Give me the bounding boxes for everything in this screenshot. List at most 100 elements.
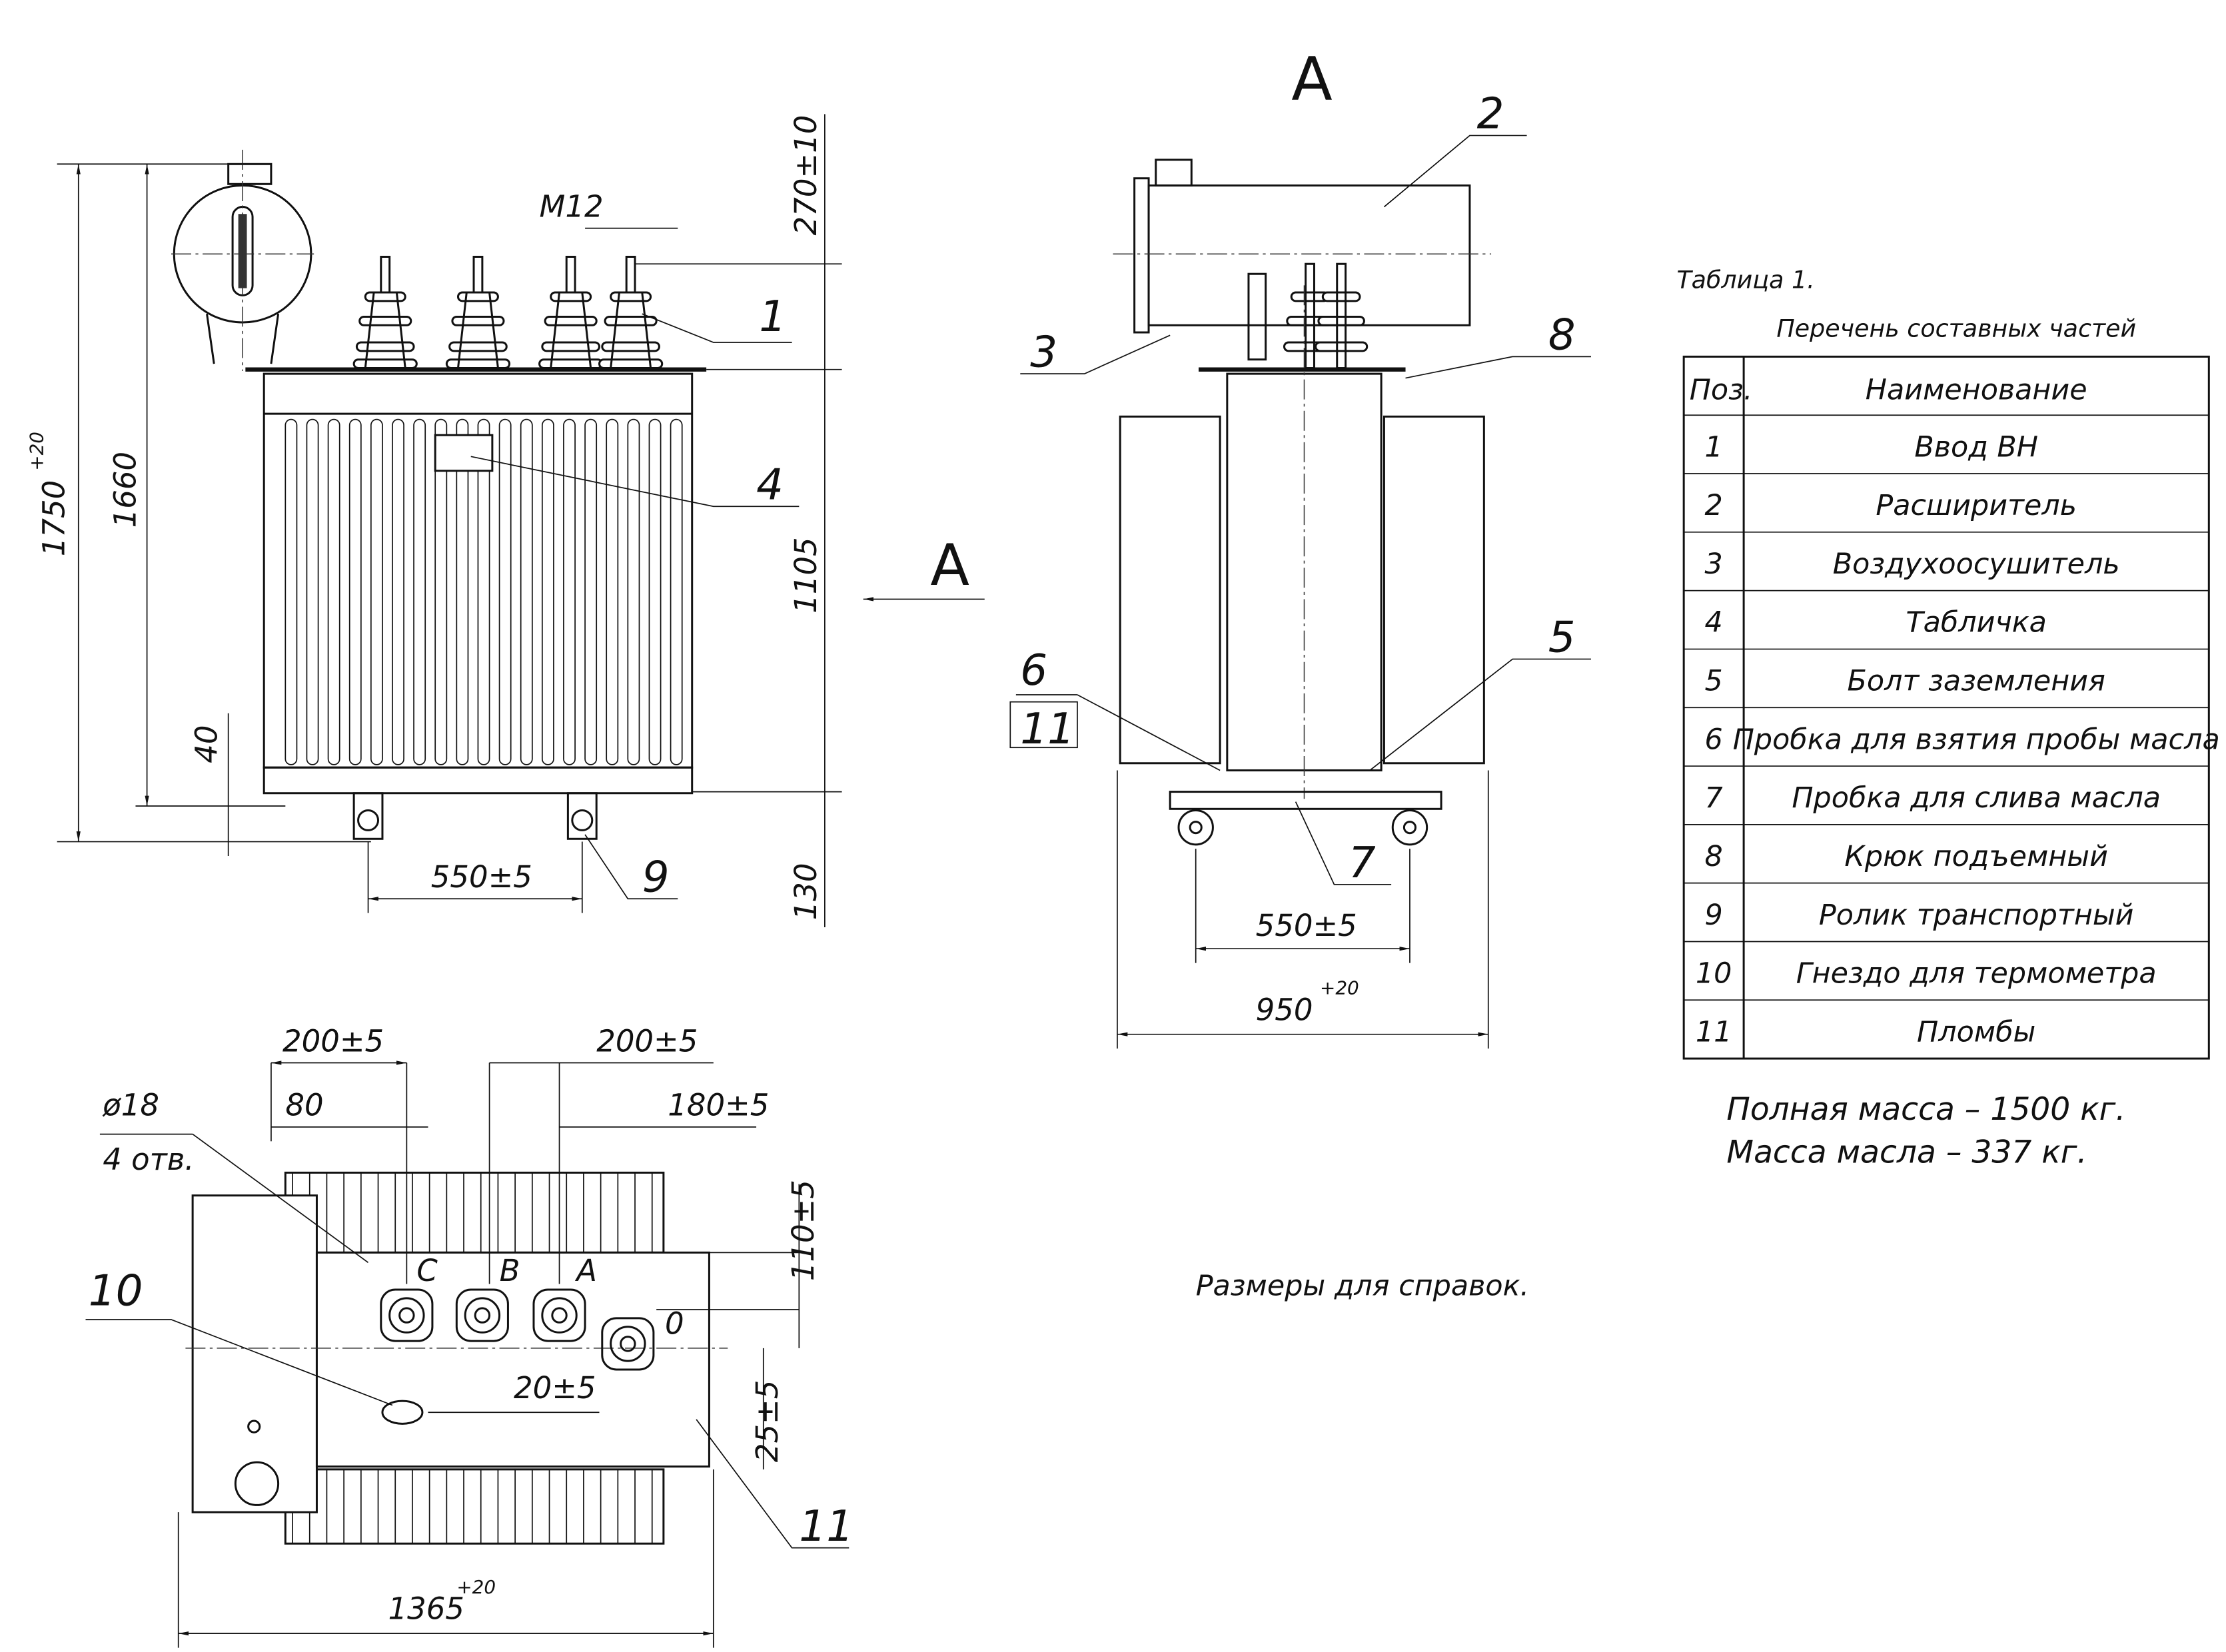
radiator-fin	[670, 418, 683, 765]
dim-550-side: 550±5	[1256, 908, 1357, 943]
radiator-fin	[327, 418, 340, 765]
row-name: Крюк подъемный	[1844, 840, 2108, 873]
dim-130: 130	[788, 863, 824, 921]
svg-text:B: B	[500, 1253, 520, 1288]
radiator-fin	[456, 418, 469, 765]
svg-text:C: C	[416, 1253, 438, 1288]
callout-2: 2	[1477, 89, 1504, 139]
bushing	[598, 255, 664, 370]
bushings	[352, 255, 1369, 370]
row-pos: 5	[1705, 665, 1723, 698]
row-pos: 2	[1705, 489, 1723, 522]
radiator-fin	[370, 418, 383, 765]
hole-count: 4 отв.	[103, 1142, 194, 1177]
expander	[1147, 184, 1471, 326]
dim-270: 270±10	[788, 115, 824, 236]
bushing-top	[380, 1288, 434, 1342]
oil-mass: Масса масла – 337 кг.	[1726, 1134, 2087, 1170]
radiator-fin	[627, 418, 640, 765]
row-pos: 10	[1696, 957, 1732, 991]
table-caption: Таблица 1.	[1676, 266, 1814, 294]
side-view-title: A	[1291, 45, 1333, 115]
dim-550: 550±5	[431, 859, 532, 895]
row-pos: 7	[1705, 781, 1723, 815]
bushing-top	[532, 1288, 586, 1342]
callout-11-top: 11	[799, 1501, 853, 1551]
row-pos: 1	[1705, 430, 1723, 464]
radiator	[1119, 415, 1221, 765]
dim-1660: 1660	[107, 452, 143, 528]
bushing	[445, 255, 511, 370]
dim-200-left: 200±5	[282, 1023, 384, 1058]
reference-note: Размеры для справок.	[1196, 1270, 1529, 1303]
table-row: 6 Пробка для взятия пробы масла	[1705, 723, 2220, 756]
row-name: Пробка для взятия пробы масла	[1733, 723, 2220, 756]
callout-9: 9	[642, 853, 670, 903]
row-pos: 11	[1696, 1015, 1732, 1048]
radiator-fin	[520, 418, 533, 765]
row-pos: 6	[1705, 723, 1723, 756]
row-pos: 9	[1705, 899, 1723, 932]
table-row: 11 Пломбы	[1696, 1015, 2035, 1048]
table-row: 9 Ролик транспортный	[1705, 899, 2134, 932]
radiator-fin	[606, 418, 619, 765]
wheel	[1177, 809, 1214, 846]
wheel	[1391, 809, 1428, 846]
dim-1105: 1105	[788, 537, 824, 613]
dim-1365: 1365	[388, 1591, 464, 1627]
dim-200-right: 200±5	[596, 1023, 698, 1058]
bushing-top	[601, 1317, 655, 1371]
radiator-fin	[648, 418, 662, 765]
thermometer-pocket	[381, 1400, 424, 1425]
tank-cover-top	[315, 1251, 710, 1468]
row-pos: 8	[1705, 840, 1723, 873]
row-name: Ввод ВН	[1914, 430, 2038, 464]
radiator-fin	[498, 418, 512, 765]
bushing	[538, 255, 604, 370]
svg-text:0: 0	[665, 1306, 684, 1341]
table-row: 10 Гнездо для термометра	[1696, 957, 2157, 991]
row-name: Ролик транспортный	[1819, 899, 2134, 932]
callout-4: 4	[756, 460, 784, 510]
row-name: Пломбы	[1917, 1015, 2035, 1048]
total-mass: Полная масса – 1500 кг.	[1726, 1091, 2125, 1128]
row-pos: 4	[1705, 606, 1723, 639]
row-pos: 3	[1705, 548, 1723, 581]
header-name: Наименование	[1866, 374, 2087, 407]
bushing	[1315, 262, 1369, 370]
row-name: Воздухоосушитель	[1833, 548, 2120, 581]
dim-80: 80	[285, 1088, 323, 1123]
parts-table: Таблица 1. Перечень составных частей 1 Вв…	[1676, 266, 2219, 1171]
row-name: Пробка для слива масла	[1792, 781, 2161, 815]
radiator-fin	[284, 418, 298, 765]
callout-10: 10	[89, 1266, 143, 1316]
callout-8: 8	[1548, 310, 1576, 360]
table-title: Перечень составных частей	[1776, 314, 2136, 342]
bushing-top	[455, 1288, 509, 1342]
radiator	[1383, 415, 1485, 765]
table-row: 1 Ввод ВН	[1705, 430, 2039, 464]
radiator-fin	[348, 418, 362, 765]
wheel	[352, 792, 384, 840]
row-name: Расширитель	[1876, 489, 2077, 522]
svg-text:+20: +20	[1320, 977, 1359, 999]
dim-m12: M12	[540, 189, 604, 224]
nameplate	[434, 434, 494, 472]
expander-top	[191, 1194, 318, 1513]
dim-20: 20±5	[514, 1370, 596, 1406]
radiator-fin	[306, 418, 319, 765]
table-row: 2 Расширитель	[1705, 489, 2077, 522]
front-view: 1750 +20 1660 40 270±10 1105 130 550±5 M…	[25, 114, 1369, 928]
row-name: Табличка	[1906, 606, 2046, 639]
row-name: Гнездо для термометра	[1796, 957, 2157, 991]
side-view: A 550±5 950 +20 2 3 8 6 11 5 7	[1009, 45, 1591, 1049]
row-name: Болт заземления	[1848, 665, 2105, 698]
hole-diameter: ø18	[102, 1088, 159, 1123]
bushing	[352, 255, 418, 370]
callout-7: 7	[1349, 838, 1376, 888]
callout-3: 3	[1030, 327, 1057, 377]
table-row: 4 Табличка	[1705, 606, 2047, 639]
dim-25: 25±5	[750, 1380, 785, 1463]
radiator-fin	[477, 418, 490, 765]
